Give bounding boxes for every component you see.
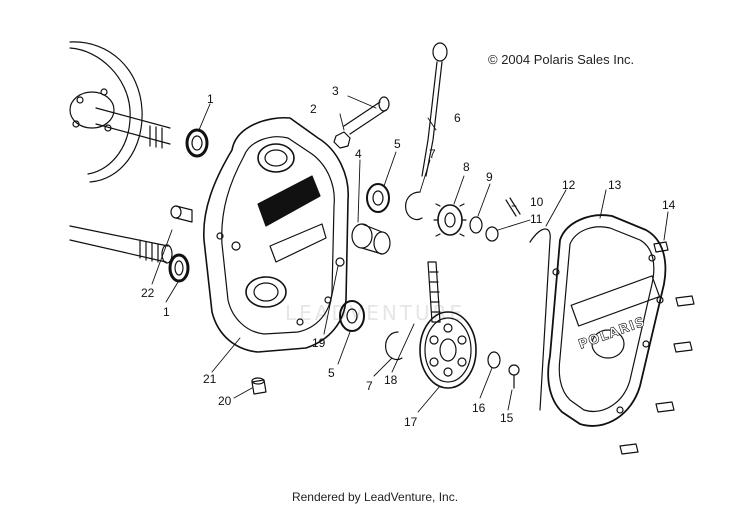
chain-18 bbox=[427, 261, 441, 323]
nut-11 bbox=[485, 226, 499, 242]
bearing-5-upper bbox=[366, 183, 390, 213]
callout-22: 22 bbox=[141, 286, 155, 300]
washer-16 bbox=[487, 351, 501, 369]
tensioner-4 bbox=[351, 223, 391, 255]
leader-lines bbox=[151, 95, 669, 413]
callout-14: 14 bbox=[662, 198, 676, 212]
callout-6: 6 bbox=[454, 111, 461, 125]
callout-9: 9 bbox=[486, 170, 493, 184]
nut-19 bbox=[335, 257, 345, 267]
callout-7-upper: 7 bbox=[429, 147, 436, 161]
callout-8: 8 bbox=[463, 160, 470, 174]
callout-3: 3 bbox=[332, 84, 339, 98]
callout-13: 13 bbox=[608, 178, 622, 192]
callout-16: 16 bbox=[472, 401, 486, 415]
callout-4: 4 bbox=[355, 147, 362, 161]
bolt-15 bbox=[508, 364, 520, 389]
callout-18: 18 bbox=[384, 373, 398, 387]
callout-labels: 1 2 3 4 5 6 7 8 9 10 11 12 13 14 15 16 1… bbox=[141, 84, 676, 429]
watermark-text: LEADVENTURE bbox=[285, 301, 465, 325]
lower-shaft-illustration bbox=[69, 225, 173, 264]
washer-9 bbox=[469, 216, 483, 234]
bolt-22 bbox=[170, 205, 193, 223]
callout-12: 12 bbox=[562, 178, 576, 192]
o-ring-12 bbox=[529, 228, 551, 411]
gear-17 bbox=[419, 311, 477, 389]
dipstick-6 bbox=[421, 42, 448, 177]
bearing-5-lower bbox=[339, 300, 365, 332]
seal-upper bbox=[185, 128, 209, 158]
copyright-text: © 2004 Polaris Sales Inc. bbox=[488, 52, 635, 67]
callout-7-lower: 7 bbox=[366, 379, 373, 393]
clutch-sheave-illustration bbox=[69, 41, 171, 183]
cover-bolts-14 bbox=[619, 241, 695, 455]
callout-5-lower: 5 bbox=[328, 366, 335, 380]
callout-20: 20 bbox=[218, 394, 232, 408]
nut-2 bbox=[333, 131, 351, 149]
callout-17: 17 bbox=[404, 415, 418, 429]
chaincase-housing bbox=[203, 116, 349, 353]
seal-lower bbox=[168, 253, 190, 283]
cotter-pin-10 bbox=[505, 197, 521, 217]
callout-5-upper: 5 bbox=[394, 137, 401, 151]
snap-ring-7-upper bbox=[405, 191, 423, 221]
callout-1-upper: 1 bbox=[207, 92, 214, 106]
callout-19: 19 bbox=[312, 336, 326, 350]
footer-credit: Rendered by LeadVenture, Inc. bbox=[291, 490, 459, 504]
callout-15: 15 bbox=[500, 411, 514, 425]
callout-1-lower: 1 bbox=[163, 305, 170, 319]
sprocket-8 bbox=[433, 203, 467, 237]
callout-11: 11 bbox=[530, 212, 543, 226]
snap-ring-7-lower bbox=[385, 331, 403, 361]
callout-2: 2 bbox=[310, 102, 317, 116]
drain-plug-20 bbox=[251, 377, 267, 395]
bolt-3 bbox=[343, 96, 390, 135]
callout-10: 10 bbox=[530, 195, 544, 209]
chaincase-cover-13 bbox=[547, 214, 667, 427]
callout-21: 21 bbox=[203, 372, 217, 386]
